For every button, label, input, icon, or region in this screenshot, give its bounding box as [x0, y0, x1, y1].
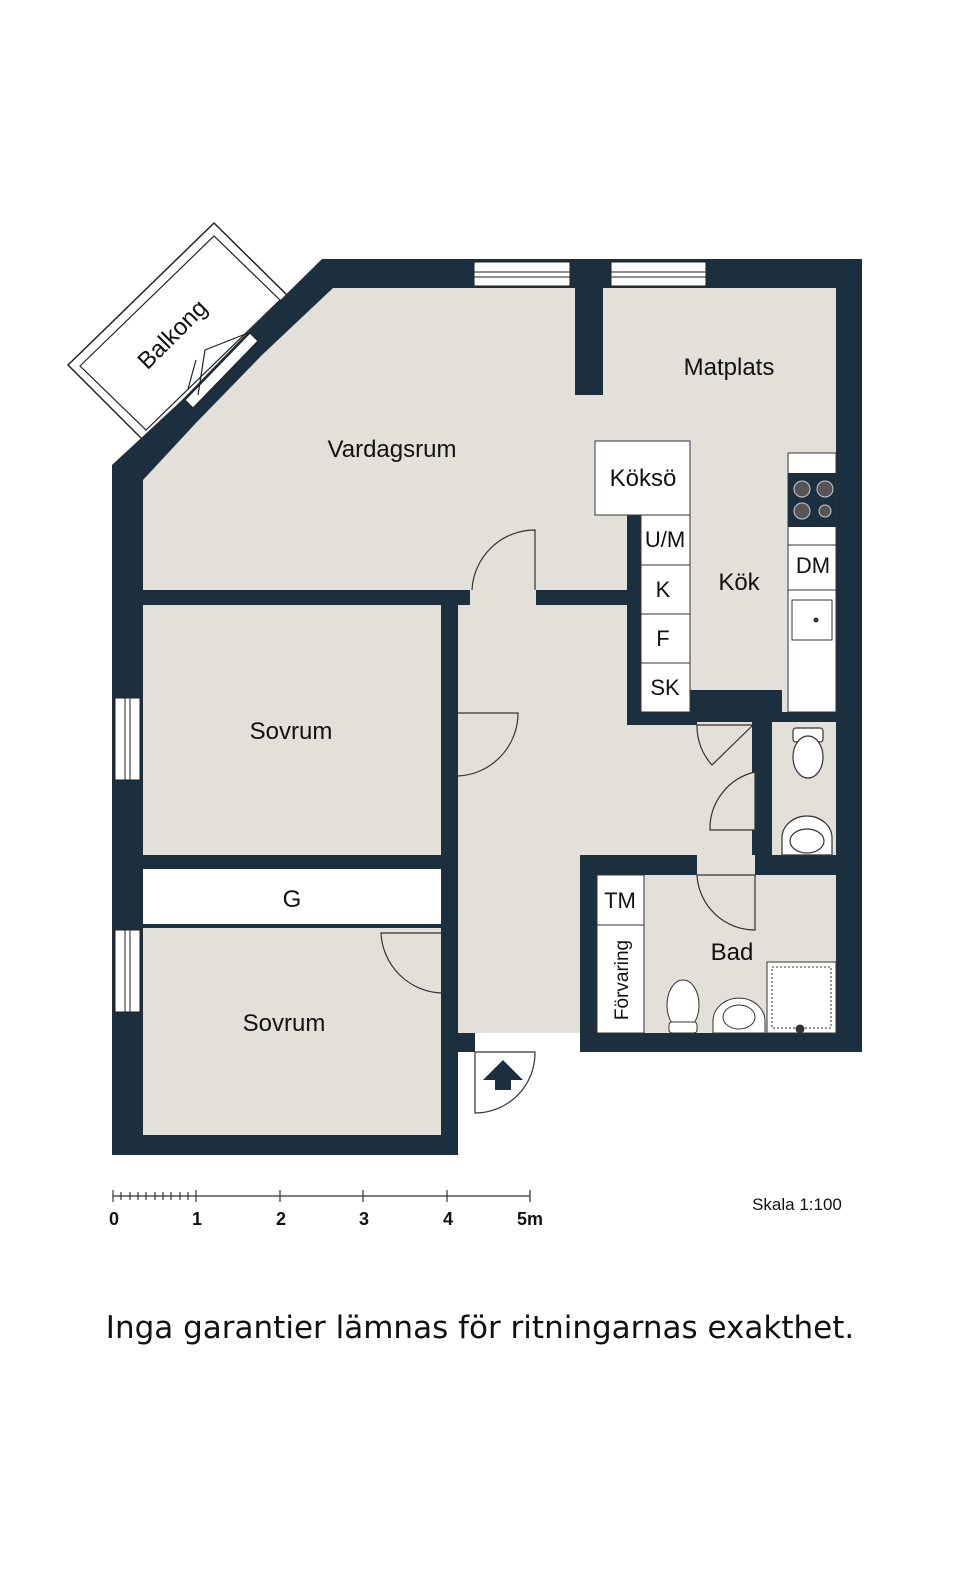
- wardrobe: G: [143, 869, 441, 924]
- wc-fixtures: [781, 727, 833, 856]
- disclaimer: Inga garantier lämnas för ritningarnas e…: [105, 1310, 855, 1346]
- scale-tick-0: 0: [109, 1209, 119, 1229]
- wardrobe-label: G: [283, 886, 302, 913]
- freezer-label: F: [656, 626, 669, 651]
- bedroom-1-label: Sovrum: [250, 718, 333, 745]
- interior-walls: [143, 288, 836, 1035]
- shower: [766, 961, 837, 1034]
- wc-toilet-icon: [792, 735, 824, 779]
- door-bedroom-2: [380, 932, 442, 994]
- scale-tick-5: 5m: [517, 1209, 543, 1229]
- cabinet-label: SK: [650, 675, 680, 700]
- dishwasher-label: DM: [796, 553, 830, 578]
- kitchen-sink: [791, 599, 833, 641]
- stove: [788, 473, 836, 527]
- scale-tick-1: 1: [192, 1209, 202, 1229]
- kitchen-label: Kök: [718, 569, 760, 596]
- entrance-arrow-icon: [483, 1060, 523, 1090]
- room-labels: Vardagsrum Matplats Kök Sovrum Sovrum Ba…: [243, 354, 775, 1037]
- window-living-top: [473, 261, 571, 287]
- bathroom-fixtures: TM Förvaring: [596, 874, 837, 1034]
- window-dining-top: [610, 261, 707, 287]
- door-bathroom: [696, 874, 756, 931]
- kitchen-island: [594, 440, 691, 516]
- scale-label: Skala 1:100: [752, 1195, 842, 1214]
- scale-tick-2: 2: [276, 1209, 286, 1229]
- door-kitchen: [696, 724, 755, 766]
- living-room-label: Vardagsrum: [328, 436, 457, 463]
- scale-bar: [112, 1190, 531, 1202]
- dining-label: Matplats: [684, 354, 775, 381]
- bedroom-2-label: Sovrum: [243, 1010, 326, 1037]
- bedroom-1-floor: [143, 605, 441, 855]
- balcony-door: [184, 332, 259, 409]
- freezer-fridge-label: U/M: [645, 527, 685, 552]
- kitchen-fixtures: Köksö U/M K F SK DM: [594, 440, 837, 713]
- windows: [114, 261, 707, 1013]
- window-bedroom-2: [114, 929, 141, 1013]
- door-living: [471, 529, 536, 591]
- door-wc: [709, 771, 756, 831]
- storage: [596, 924, 645, 1034]
- scale-labels: 0 1 2 3 4 5m Skala 1:100: [109, 1195, 842, 1229]
- fridge-label: K: [656, 577, 671, 602]
- bathroom-label: Bad: [711, 939, 754, 966]
- door-bedroom-1: [457, 712, 519, 777]
- scale-tick-3: 3: [359, 1209, 369, 1229]
- storage-label: Förvaring: [612, 940, 633, 1020]
- kitchen-island-label: Köksö: [610, 465, 677, 492]
- balcony: Balkong: [66, 221, 294, 445]
- washing-machine-label: TM: [604, 888, 636, 913]
- scale-tick-4: 4: [443, 1209, 453, 1229]
- window-bedroom-1: [114, 697, 141, 781]
